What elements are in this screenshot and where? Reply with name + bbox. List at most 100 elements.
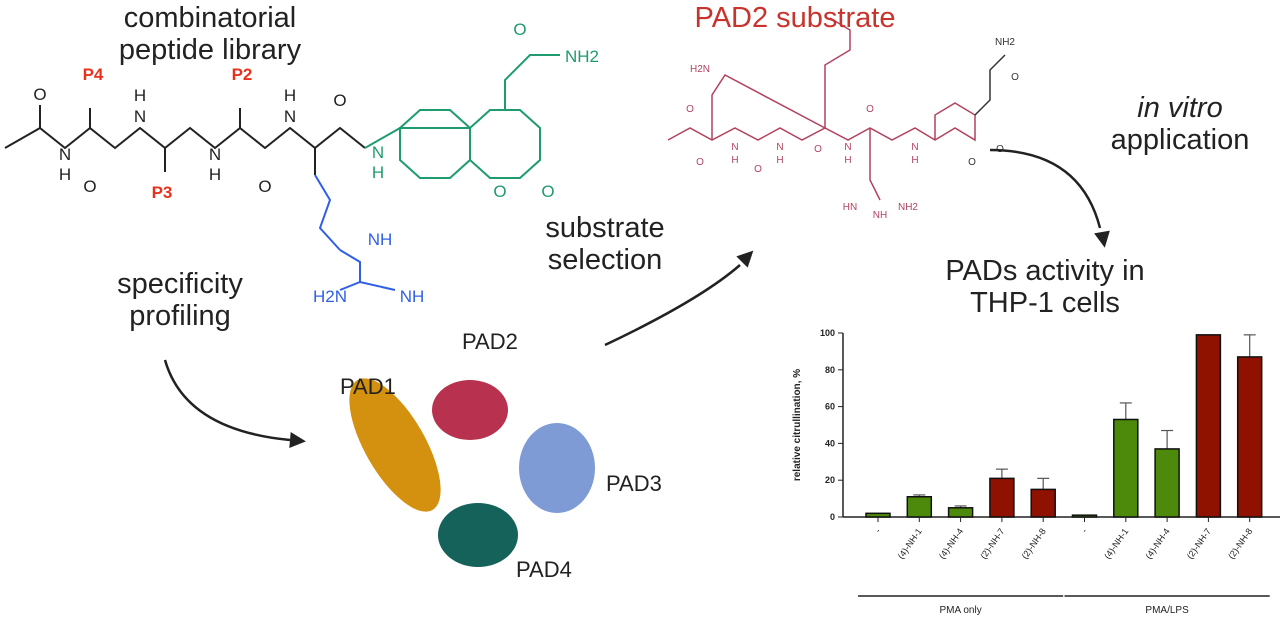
y-tick-label: 0 [830, 512, 835, 522]
x-tick-label: (4)-NH-4 [1143, 526, 1171, 560]
coumarin-ring [364, 109, 541, 179]
position-p2: P2 [232, 65, 253, 84]
atom-label: H [284, 86, 296, 105]
arginine-sidechain [314, 174, 341, 251]
substrate-atom-label: O [686, 104, 694, 115]
library-backbone [4, 105, 366, 175]
bar [1154, 448, 1180, 518]
atom-label: H [372, 163, 384, 182]
atom-label: N [284, 107, 296, 126]
y-axis-label: relative citrullination, % [792, 369, 803, 481]
group-label: PMA/LPS [1145, 605, 1189, 616]
pad2-label: PAD2 [462, 329, 518, 354]
atom-label: H2N [313, 287, 347, 306]
bar [1113, 418, 1139, 518]
substrate-atom-label: NH2 [898, 202, 918, 213]
substrate-atom-label: H [776, 155, 783, 166]
x-tick-label: - [873, 526, 883, 534]
substrate-atom-label: H [844, 155, 851, 166]
arrow-to-application [989, 148, 1102, 229]
x-tick-label: (4)-NH-4 [937, 526, 965, 560]
substrate-atom-label: O [866, 104, 874, 115]
arrow-to-enzymes-head [289, 432, 306, 448]
atom-label: NH [368, 230, 393, 249]
substrate-atom-label: N [731, 142, 738, 153]
arrow-to-substrate-head [736, 250, 754, 268]
pad3-protein [519, 423, 595, 513]
bar [1195, 334, 1222, 518]
step-text: profiling [129, 300, 231, 333]
substrate-backbone [667, 102, 976, 142]
atom-label: H [59, 165, 71, 184]
specificity-profiling-label: specificity profiling [80, 268, 280, 333]
x-tick-label: (2)-NH-7 [1185, 526, 1213, 560]
substrate-atom-label: H2N [690, 64, 710, 75]
bar [1236, 356, 1263, 518]
in-vitro-application-label: in vitro application [1080, 92, 1280, 157]
substrate-atom-label: N [776, 142, 783, 153]
substrate-atom-label: O [754, 164, 762, 175]
y-tick-label: 20 [825, 475, 835, 485]
y-tick-label: 40 [825, 438, 835, 448]
pad4-label: PAD4 [516, 557, 572, 582]
x-tick-label: (4)-NH-1 [896, 526, 924, 560]
chart-title: PADs activity in THP-1 cells [890, 255, 1200, 320]
atom-label: O [513, 20, 526, 39]
library-title: combinatorial peptide library [95, 2, 325, 67]
bar [906, 496, 933, 518]
atom-label: H [209, 165, 221, 184]
acetamide-arm [504, 54, 560, 110]
substrate-title: PAD2 substrate [694, 2, 896, 34]
x-tick-label: (2)-NH-8 [1226, 526, 1254, 560]
pad1-protein [349, 378, 441, 512]
chart-title-line1: PADs activity in [945, 255, 1145, 287]
substrate-amc [974, 54, 1006, 116]
x-tick-label: - [1079, 526, 1089, 534]
pad3-label: PAD3 [606, 471, 662, 496]
atom-label: NH [400, 287, 425, 306]
library-title-line1: combinatorial [123, 2, 297, 34]
atom-label: N [59, 145, 71, 164]
substrate-atom-label: HN [843, 202, 857, 213]
pad1-label: PAD1 [340, 374, 396, 399]
pad4-protein [438, 503, 518, 567]
substrate-sidechains [711, 17, 851, 140]
atom-label: O [83, 177, 96, 196]
y-tick-label: 80 [825, 365, 835, 375]
x-tick-label: (4)-NH-1 [1102, 526, 1130, 560]
arrow-to-application-head [1094, 230, 1110, 248]
position-p4: P4 [83, 65, 104, 84]
bar [989, 477, 1015, 518]
substrate-atom-label: O [968, 157, 976, 168]
in-vitro-text: in vitro [1137, 92, 1223, 124]
substrate-atom-label: NH [873, 210, 887, 221]
guanidine-group [339, 249, 396, 291]
bar [1030, 488, 1056, 518]
atom-label: N [134, 107, 146, 126]
substrate-atom-label: O [814, 144, 822, 155]
atom-label: O [493, 182, 506, 201]
step-text: selection [547, 244, 663, 277]
x-tick-label: (2)-NH-7 [978, 526, 1006, 560]
atom-label: O [541, 182, 554, 201]
arrow-to-substrate [604, 264, 741, 347]
atom-label: NH2 [565, 47, 599, 66]
atom-label: N [209, 145, 221, 164]
library-title-line2: peptide library [118, 34, 302, 67]
substrate-atom-label: N [844, 142, 851, 153]
substrate-atom-label: H [911, 155, 918, 166]
substrate-selection-label: substrate selection [520, 212, 690, 277]
substrate-atom-label: NH2 [995, 37, 1015, 48]
bar [865, 512, 891, 518]
group-label: PMA only [939, 605, 981, 616]
atom-label: H [134, 86, 146, 105]
chart-title-line2: THP-1 cells [970, 287, 1120, 320]
arrow-to-enzymes [163, 359, 291, 442]
substrate-atom-label: H [731, 155, 738, 166]
substrate-arg [869, 128, 881, 201]
step-text: substrate [545, 212, 665, 244]
y-tick-label: 60 [825, 402, 835, 412]
atom-label: O [33, 85, 46, 104]
